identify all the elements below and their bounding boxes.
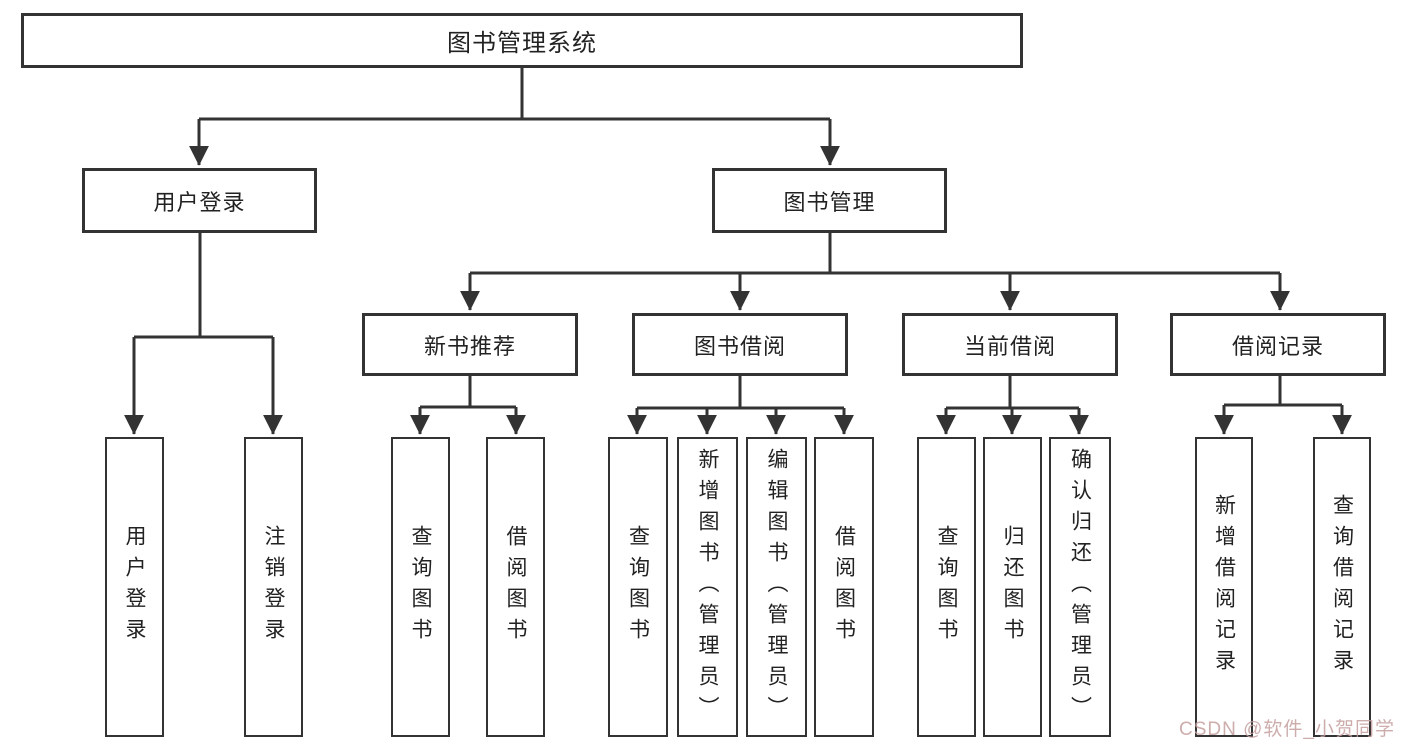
node-book-borrowing: 图书借阅 (632, 313, 848, 376)
leaf-user-login-label: 用户登录 (123, 525, 146, 649)
leaf-query-borrow-record-label: 查询借阅记录 (1330, 494, 1354, 680)
leaf-logout: 注销登录 (244, 437, 303, 737)
leaf-add-book-admin-label: 新增图书（管理员） (696, 447, 719, 727)
leaf-query-book-borrowing: 查询图书 (608, 437, 668, 737)
leaf-confirm-return-admin: 确认归还（管理员） (1049, 437, 1111, 737)
leaf-borrow-book-borrowing-label: 借阅图书 (832, 525, 856, 649)
node-new-book-recommendation: 新书推荐 (362, 313, 578, 376)
leaf-confirm-return-admin-label: 确认归还（管理员） (1068, 447, 1092, 727)
leaf-return-book: 归还图书 (983, 437, 1042, 737)
leaf-query-book-current: 查询图书 (917, 437, 976, 737)
leaf-query-book-recommend: 查询图书 (391, 437, 450, 737)
leaf-add-borrow-record-label: 新增借阅记录 (1212, 494, 1236, 680)
leaf-logout-label: 注销登录 (262, 525, 285, 649)
leaf-edit-book-admin: 编辑图书（管理员） (746, 437, 807, 737)
leaf-add-book-admin: 新增图书（管理员） (677, 437, 738, 737)
leaf-query-book-current-label: 查询图书 (935, 525, 958, 649)
leaf-borrow-book-recommend-label: 借阅图书 (504, 525, 527, 649)
leaf-query-book-recommend-label: 查询图书 (409, 525, 432, 649)
leaf-return-book-label: 归还图书 (1001, 525, 1024, 649)
node-book-management: 图书管理 (712, 168, 947, 233)
node-current-borrowing: 当前借阅 (902, 313, 1118, 376)
leaf-user-login: 用户登录 (105, 437, 164, 737)
leaf-query-book-borrowing-label: 查询图书 (626, 525, 650, 649)
leaf-borrow-book-borrowing: 借阅图书 (814, 437, 874, 737)
leaf-query-borrow-record: 查询借阅记录 (1313, 437, 1371, 737)
node-library-management-system: 图书管理系统 (21, 13, 1023, 68)
leaf-add-borrow-record: 新增借阅记录 (1195, 437, 1253, 737)
leaf-edit-book-admin-label: 编辑图书（管理员） (765, 447, 788, 727)
node-user-login-group: 用户登录 (82, 168, 317, 233)
leaf-borrow-book-recommend: 借阅图书 (486, 437, 545, 737)
node-borrowing-records: 借阅记录 (1170, 313, 1386, 376)
